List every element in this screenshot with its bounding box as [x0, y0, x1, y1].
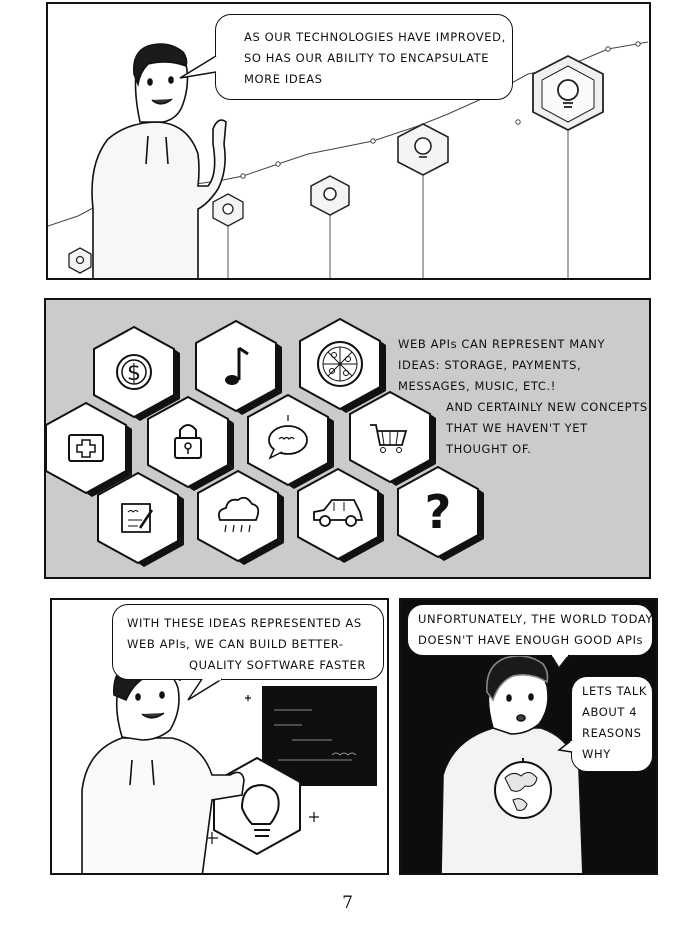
bubble-line: DOESN'T HAVE ENOUGH GOOD APIs [418, 633, 644, 647]
shopping-cart-icon [349, 391, 437, 487]
bubble-line: WITH THESE IDEAS REPRESENTED AS [127, 616, 362, 630]
bubble-line: UNFORTUNATELY, THE WORLD TODAY [418, 612, 654, 626]
caption-line: MESSAGES, MUSIC, ETC.! [398, 379, 556, 393]
panel-4-speech-bubble-2: LETS TALK ABOUT 4 REASONS WHY [571, 676, 653, 772]
caption-line: WEB APIs CAN REPRESENT MANY [398, 337, 606, 351]
panel-3-speech-bubble: WITH THESE IDEAS REPRESENTED AS WEB APIs… [112, 604, 384, 680]
bubble-line: ABOUT 4 [582, 705, 638, 719]
bubble-line: AS OUR TECHNOLOGIES HAVE IMPROVED, [244, 30, 506, 44]
bubble-line: MORE IDEAS [244, 72, 323, 86]
panel-4-art [440, 655, 584, 873]
bubble-line: QUALITY SOFTWARE FASTER [189, 658, 366, 672]
code-screen [262, 686, 377, 786]
bubble-line: WEB APIs, WE CAN BUILD BETTER- [127, 637, 344, 651]
caption-line: AND CERTAINLY NEW CONCEPTS [446, 400, 648, 414]
svg-text:$: $ [127, 361, 141, 386]
idea-hex-3 [310, 175, 350, 216]
svg-text:?: ? [425, 485, 452, 539]
page-number: 7 [342, 893, 353, 913]
idea-hex-1 [68, 247, 92, 274]
bubble-line: SO HAS OUR ABILITY TO ENCAPSULATE [244, 51, 490, 65]
bubble-line: WHY [582, 747, 611, 761]
first-aid-icon [46, 402, 133, 498]
scroll-icon [97, 472, 185, 568]
panel-1-art [48, 41, 649, 278]
panel-1-speech-bubble: AS OUR TECHNOLOGIES HAVE IMPROVED, SO HA… [215, 14, 513, 100]
panel-4: UNFORTUNATELY, THE WORLD TODAY DOESN'T H… [399, 598, 658, 875]
panel-2-caption-b: AND CERTAINLY NEW CONCEPTS THAT WE HAVEN… [446, 397, 648, 460]
question-mark-icon: ? [397, 466, 485, 562]
dollar-icon: $ [93, 326, 181, 422]
api-hex-grid: $ [46, 318, 485, 568]
presenter-man [91, 43, 227, 278]
idea-hex-4 [397, 123, 449, 176]
panel-2: $ [44, 298, 651, 579]
idea-hex-2 [212, 193, 244, 227]
caption-line: THOUGHT OF. [446, 442, 532, 456]
caption-line: IDEAS: STORAGE, PAYMENTS, [398, 358, 582, 372]
bubble-line: LETS TALK [582, 684, 648, 698]
bubble-line: REASONS [582, 726, 642, 740]
panel-1: AS OUR TECHNOLOGIES HAVE IMPROVED, SO HA… [46, 2, 651, 280]
rain-cloud-icon [197, 470, 285, 566]
presenter-man [81, 655, 245, 873]
idea-hex-5 [532, 54, 604, 132]
car-icon [297, 468, 385, 564]
globe-icon [494, 758, 552, 819]
chat-bubble-icon [247, 394, 335, 490]
panel-2-caption-a: WEB APIs CAN REPRESENT MANY IDEAS: STORA… [398, 334, 605, 397]
padlock-icon [147, 396, 235, 492]
panel-3: WITH THESE IDEAS REPRESENTED AS WEB APIs… [50, 598, 389, 875]
caption-line: THAT WE HAVEN'T YET [446, 421, 588, 435]
pizza-icon [299, 318, 387, 414]
music-note-icon [195, 320, 283, 416]
panel-3-art [81, 655, 377, 873]
panel-4-speech-bubble-1: UNFORTUNATELY, THE WORLD TODAY DOESN'T H… [407, 604, 653, 656]
